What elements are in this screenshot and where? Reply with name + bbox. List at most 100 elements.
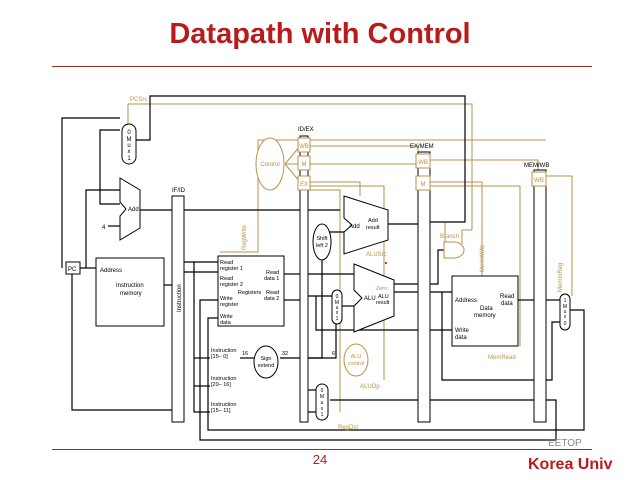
register-file: Read register 1 Read register 2 Register… [217, 255, 285, 327]
imm-to-shift [308, 247, 330, 359]
data-memory: Address Read data Data memory Write data [451, 275, 519, 347]
alu-mux-l3: x [336, 310, 339, 316]
im-address-label: Address [100, 268, 122, 274]
pc-mux: 0 M u x 1 [121, 123, 137, 165]
six-label: 6 [332, 351, 335, 357]
mem-wb-register [533, 169, 547, 423]
alu-mux-l0: 0 [336, 294, 339, 300]
instruction-memory: Address Instruction memory [95, 257, 165, 327]
id-ex-ex-text: EX [300, 182, 308, 188]
wb-mux-l4: 0 [564, 321, 567, 327]
memtoreg-label: MemtoReg [558, 263, 564, 292]
pcsrc-label: PCSrc [130, 97, 147, 103]
registers-label: Registers [238, 290, 261, 296]
dm-title-line1: Data [480, 306, 493, 312]
alusrc-label: ALUSrc [366, 252, 387, 258]
alu-control-line2: control [348, 361, 365, 367]
control-unit: Control [255, 137, 285, 191]
rr1-line2: register 1 [220, 266, 243, 272]
university-logo: Korea Univ [528, 456, 613, 473]
pc-mux-l4: 1 [127, 156, 131, 162]
shift-line2: left 2 [316, 243, 328, 249]
pc-label: PC [68, 267, 77, 273]
write-reg-return [199, 299, 557, 441]
alu-result-line1: ALU [378, 294, 389, 300]
branch-label: Branch [440, 234, 459, 240]
pc-mux-l2: u [127, 143, 130, 149]
id-ex-m-text: M [302, 162, 307, 168]
alu-mux-l4: 1 [336, 316, 339, 322]
ex-mem-wb-cell [415, 153, 431, 169]
alu: Zero ALU ALU result [353, 263, 395, 333]
alu-label: ALU [364, 296, 376, 302]
sign-extend-line1: Sign [260, 356, 271, 362]
instr-15-0-line1: Instruction [211, 348, 236, 354]
dm-read-line1: Read [500, 294, 514, 300]
rd2-to-exmem [315, 296, 418, 331]
alu-mux-l1: M [335, 300, 339, 306]
regdst-mux-l4: 1 [321, 412, 324, 418]
rr2-line2: register 2 [220, 282, 243, 288]
wb-forward-2 [430, 159, 539, 176]
im-title-line2: memory [120, 291, 142, 297]
dm-address-label: Address [455, 298, 477, 304]
shift-line1: Shift [316, 236, 327, 242]
control-cells [297, 137, 547, 191]
rd1-line1: Read [266, 270, 279, 276]
add-to-mux [99, 129, 120, 205]
watermark: EETOP [548, 438, 582, 449]
zero-to-and [430, 249, 444, 285]
writeback-data [207, 309, 585, 431]
im-title-line1: Instruction [116, 283, 144, 289]
slide-title: Datapath with Control [169, 18, 471, 50]
pc-adder-label: Add [128, 207, 139, 213]
constant-four: 4 [102, 225, 106, 231]
wb-mux-l2: u [564, 309, 567, 315]
regwrite-line [220, 230, 259, 253]
pc-to-add [85, 189, 120, 268]
memtoreg-line [546, 175, 573, 296]
alu-control-line1: ALU [351, 354, 362, 360]
wd-line1: Write [220, 314, 233, 320]
alu-mux: 0 M u x 1 [331, 289, 343, 325]
datapath-lines [61, 95, 585, 441]
instr-20-16-line1: Instruction [211, 376, 236, 382]
id-ex-wb-text: WB [299, 144, 309, 150]
dm-title-line2: memory [474, 313, 496, 319]
pc-feedback [61, 117, 120, 268]
branch-adder: Add Add result [343, 195, 389, 255]
memwrite-line [430, 181, 483, 276]
bypass-to-mux [546, 321, 560, 381]
regdst-label: RegDst [338, 425, 358, 431]
wr-line2: register [220, 302, 239, 308]
bypass-dm [441, 292, 534, 381]
ex-mem-label: EX/MEM [410, 144, 434, 150]
ex-mem-m-cell [415, 175, 431, 191]
pc-mux-l0: 0 [127, 130, 131, 136]
id-ex-m-cell [297, 155, 311, 171]
memread-line [430, 185, 521, 346]
branch-target-loop [136, 95, 466, 223]
id-ex-ex-cell [297, 175, 311, 191]
memwrite-label: MemWrite [480, 244, 486, 272]
ex-mem-register [417, 151, 431, 423]
branch-to-and [461, 229, 472, 244]
rd2-line2: data 2 [264, 296, 279, 302]
alu-control: ALU control [343, 343, 369, 377]
sign-extend: Sign extend [253, 345, 279, 379]
branch-and-gate [443, 241, 465, 259]
rd2-line1: Read [266, 290, 279, 296]
zero-label: Zero [376, 286, 387, 292]
wd-line2: data [220, 320, 232, 326]
ex-to-alusrc [308, 181, 361, 196]
regdst-mux-l1: M [320, 394, 324, 400]
if-id-register [171, 195, 185, 423]
mem-wb-label: MEM/WB [524, 163, 549, 169]
instr-15-0-line2: [15– 0] [211, 354, 228, 360]
regdst-mux-l3: x [321, 406, 324, 412]
page-number: 24 [312, 452, 328, 467]
instr-bus [193, 262, 210, 413]
branch-add-label: Add [349, 224, 360, 230]
